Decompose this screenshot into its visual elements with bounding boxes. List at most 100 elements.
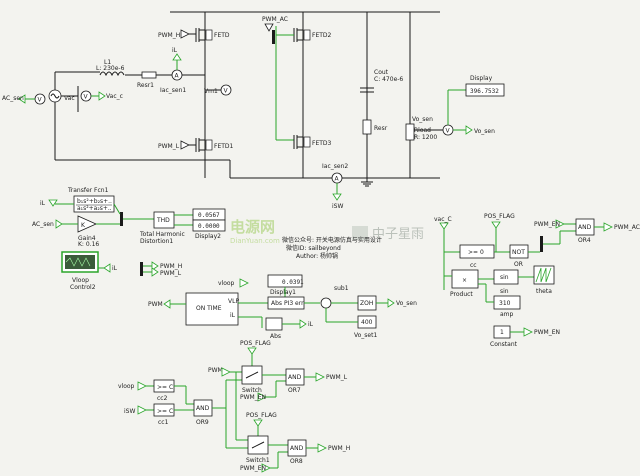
vo-set1-label: Vo_set1 bbox=[354, 332, 377, 339]
cc-label: cc bbox=[470, 262, 477, 269]
ammeter-iac-sen1[interactable]: A bbox=[171, 53, 183, 81]
ground-icon bbox=[361, 178, 373, 187]
amp-value: 310 bbox=[499, 300, 511, 307]
fetd1-label: FETD1 bbox=[214, 143, 234, 150]
iac-sen1-label: Iac_sen1 bbox=[160, 87, 186, 94]
vloop-in-cc2: vloop bbox=[118, 383, 135, 390]
svg-text:V: V bbox=[224, 88, 229, 95]
vac-c-input: vac_C bbox=[434, 216, 452, 223]
sub1-label: sub1 bbox=[334, 285, 349, 292]
ammeter-iac-sen2[interactable]: A bbox=[331, 172, 343, 201]
pwm-en-switch1: PWM_EN bbox=[240, 465, 266, 472]
vac-c-label: Vac_c bbox=[106, 93, 123, 100]
transfer-fcn-block[interactable]: b₁s²+b₂s+.. a₁s²+a₂s+.. bbox=[73, 195, 115, 213]
on-time-block[interactable] bbox=[185, 292, 239, 326]
ac-source-vac[interactable] bbox=[48, 89, 62, 103]
resistor-rload[interactable] bbox=[405, 123, 415, 141]
resistor-resr1[interactable] bbox=[141, 71, 157, 79]
capacitor-cout[interactable] bbox=[360, 87, 374, 135]
display-title: Display bbox=[470, 75, 493, 82]
voltmeter-vo-sen[interactable]: V bbox=[442, 89, 473, 136]
not-label: NOT bbox=[512, 249, 525, 256]
cout-name: Cout bbox=[374, 69, 389, 76]
vloop-tag: vloop bbox=[218, 280, 235, 287]
mosfet-fetd2[interactable] bbox=[264, 23, 311, 141]
pwm-l-tag: PWM_L bbox=[158, 143, 180, 150]
vo-set-value: 400 bbox=[361, 319, 373, 326]
cout-value: C: 470e-6 bbox=[374, 76, 403, 83]
theta-source[interactable] bbox=[533, 265, 555, 285]
or7-label: OR7 bbox=[288, 387, 301, 394]
iac-sen2-label: Iac_sen2 bbox=[322, 163, 348, 170]
voltmeter-vm1[interactable]: V bbox=[220, 84, 232, 96]
vloop-control-block[interactable] bbox=[61, 251, 99, 273]
thd-section: b₁s²+b₂s+.. a₁s²+a₂s+.. Transfer Fcn1 iL… bbox=[32, 187, 226, 291]
vo-sen-input: Vo_sen bbox=[396, 300, 417, 307]
resr1-label: Resr1 bbox=[137, 82, 154, 89]
amp-label: amp bbox=[500, 311, 514, 318]
or8-and-text: AND bbox=[290, 445, 304, 452]
watermarks: 电源网 DianYuan.com 中子星雨 微信公众号: 开关电源仿真与实用设计… bbox=[230, 218, 424, 260]
ac-logic-section: vac_C POS_FLAG >= 0 cc NOT OR PWM_EN bbox=[434, 213, 640, 348]
pwm-h-final: PWM_H bbox=[328, 445, 350, 452]
product-block[interactable]: × bbox=[451, 269, 479, 289]
display2-label: Display2 bbox=[195, 233, 221, 240]
power-stage: PWM_H FETD PWM_L FETD1 PWM_AC bbox=[2, 11, 505, 210]
vm1-label: Vm1 bbox=[204, 88, 218, 95]
display1-value: 0.0391 bbox=[282, 279, 304, 286]
cc2-label: cc2 bbox=[157, 395, 168, 402]
bottom-logic-section: vloop >= C cc2 iSW >= C cc1 AND OR9 PWM bbox=[118, 340, 350, 473]
display-value: 396.7532 bbox=[470, 88, 499, 95]
isw-in-cc1: iSW bbox=[124, 408, 135, 415]
or9-label: OR9 bbox=[196, 419, 209, 426]
transfer-fcn-label: Transfer Fcn1 bbox=[67, 187, 109, 194]
sub1-junction[interactable] bbox=[320, 297, 332, 309]
gain4-block[interactable]: K bbox=[77, 215, 97, 233]
sin-port-label: sin bbox=[500, 288, 509, 295]
note-line1: 微信公众号: 开关电源仿真与实用设计 bbox=[282, 236, 382, 244]
display2-value1: 0.0567 bbox=[198, 212, 220, 219]
cc1-cmp-text: >= C bbox=[157, 408, 173, 415]
vo-sen-tag: Vo_sen bbox=[474, 128, 495, 135]
il-tag-top: iL bbox=[172, 47, 178, 54]
pwm-l-final: PWM_L bbox=[326, 374, 348, 381]
switch1-block[interactable] bbox=[247, 435, 269, 455]
on-time-section: vloop 0.0391 Display1 ON TIME VLP iL PWM… bbox=[148, 274, 417, 340]
thd-block-label: THD bbox=[156, 217, 170, 224]
inductor-l1[interactable] bbox=[99, 71, 125, 77]
svg-text:A: A bbox=[335, 176, 340, 183]
fetd2-label: FETD2 bbox=[312, 32, 332, 39]
cc1-label: cc1 bbox=[158, 419, 169, 426]
pwm-en-switch: PWM_EN bbox=[240, 394, 266, 401]
mosfet-fetd3[interactable] bbox=[293, 135, 311, 149]
note-line3: Author: 杨帅锅 bbox=[296, 252, 338, 260]
voltmeter-ac-sen[interactable]: V bbox=[18, 93, 46, 105]
cc2-cmp-text: >= C bbox=[157, 384, 173, 391]
switch-block[interactable] bbox=[241, 365, 263, 385]
voltmeter-vac-c[interactable]: V bbox=[80, 90, 106, 102]
mosfet-fetd1[interactable] bbox=[180, 138, 213, 152]
display2-value2: 0.0000 bbox=[198, 223, 220, 230]
ac-sen-tag: AC_sen bbox=[2, 95, 24, 102]
thd-block[interactable] bbox=[153, 211, 175, 229]
vloop-label: Vloop bbox=[72, 277, 89, 284]
svg-text:V: V bbox=[446, 128, 451, 135]
il-port: iL bbox=[230, 312, 236, 319]
display2 bbox=[192, 208, 226, 232]
vac-label: Vac bbox=[64, 95, 75, 102]
ac-sen-input: AC_sen bbox=[32, 221, 54, 228]
abs-block[interactable] bbox=[265, 317, 283, 331]
or4-label: OR4 bbox=[578, 237, 591, 244]
watermark-right-main: 中子星雨 bbox=[372, 227, 424, 242]
cc-cmp-text: >= 0 bbox=[468, 249, 484, 256]
abs-label: Abs bbox=[270, 333, 281, 340]
pos-flag-switch: POS_FLAG bbox=[240, 340, 271, 347]
mosfet-fetd[interactable] bbox=[180, 28, 213, 42]
display1-label: Display1 bbox=[270, 289, 296, 296]
switch-label: Switch bbox=[242, 387, 262, 394]
on-time-label: ON TIME bbox=[196, 305, 222, 312]
pos-flag-switch1: POS_FLAG bbox=[246, 412, 277, 419]
sin-block-label: sin bbox=[500, 274, 509, 281]
rload-value: R: 1200 bbox=[414, 134, 437, 141]
